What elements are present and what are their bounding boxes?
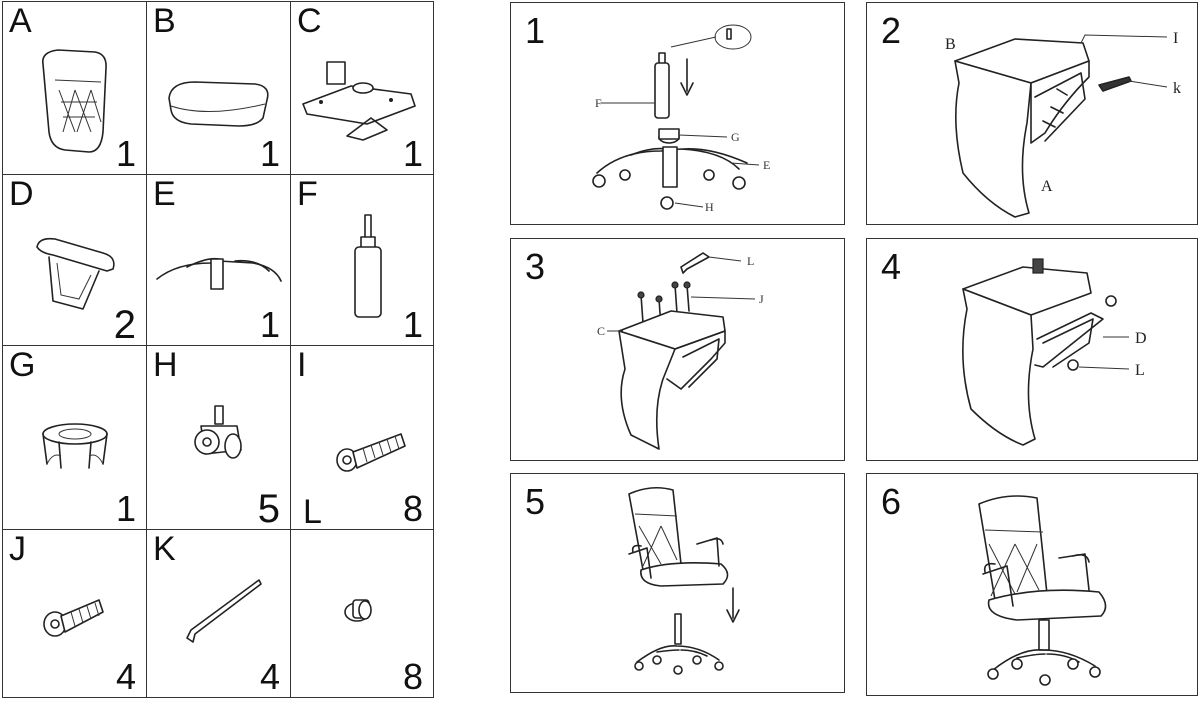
part-cell-a: A 1 [3, 2, 147, 175]
part-letter: B [153, 2, 176, 40]
part-cell-j: J 4 [3, 530, 147, 697]
part-quantity: 1 [115, 488, 136, 529]
step-5-attach-base-diagram [628, 486, 740, 675]
part-letter: E [153, 175, 176, 213]
part-quantity: 8 [402, 656, 423, 697]
label-i: I [1173, 30, 1178, 47]
step-panel-3: 3 L J C [510, 238, 845, 461]
part-cell-d: D 2 [3, 175, 147, 346]
part-quantity: 5 [257, 487, 280, 531]
part-letter: F [297, 175, 318, 213]
part-cell-f: F 1 [291, 175, 433, 346]
step-1-base-assembly-diagram: F G E H [592, 24, 770, 214]
label-d: D [1135, 330, 1147, 347]
label-a: A [1041, 178, 1053, 195]
label-l-4: L [1135, 362, 1145, 379]
label-l: L [747, 254, 754, 268]
step-number: 1 [525, 10, 546, 51]
seat-cushion-icon [168, 81, 269, 127]
cylinder-cover-icon [42, 423, 108, 469]
part-quantity: 8 [402, 488, 423, 529]
seat-plate-mechanism-icon [302, 61, 416, 141]
part-quantity: 1 [402, 133, 423, 174]
part-quantity: 2 [113, 303, 136, 347]
part-cell-l: 8 [291, 530, 433, 697]
part-letter: J [9, 530, 26, 568]
step-number: 4 [881, 246, 902, 287]
step-panel-2: 2 B I k A [866, 2, 1198, 225]
part-letter: L [303, 493, 322, 531]
gas-lift-cylinder-icon [354, 214, 382, 318]
backrest-icon [41, 49, 107, 153]
label-g: G [731, 130, 740, 144]
step-panel-1: 1 F G E H [510, 2, 845, 225]
part-letter: A [9, 2, 32, 40]
part-cell-k: K 4 [147, 530, 291, 697]
step-2-seat-to-back-diagram: B I k A [945, 30, 1181, 218]
part-cell-h: H 5 [147, 346, 291, 530]
step-4-armrest-diagram: D L [962, 258, 1147, 446]
part-cell-g: G 1 [3, 346, 147, 530]
label-e: E [763, 158, 770, 172]
long-bolt-icon [336, 433, 406, 472]
step-number: 6 [881, 481, 902, 522]
step-number: 2 [881, 10, 902, 51]
part-cell-c: C 1 [291, 2, 433, 175]
armrest-icon [36, 237, 115, 310]
part-cell-e: E 1 [147, 175, 291, 346]
part-letter: K [153, 530, 176, 568]
step-panel-6: 6 [866, 473, 1198, 696]
step-panel-5: 5 [510, 473, 845, 693]
step-6-completed-chair-diagram [978, 495, 1107, 686]
short-bolt-icon [43, 599, 104, 637]
label-f: F [595, 96, 602, 110]
step-panel-4: 4 D L [866, 238, 1198, 461]
part-quantity: 1 [259, 304, 280, 345]
part-letter: I [297, 346, 307, 384]
part-letter: C [297, 2, 322, 40]
part-cell-b: B 1 [147, 2, 291, 175]
label-k: k [1173, 80, 1181, 97]
caster-wheel-icon [194, 405, 242, 459]
part-quantity: 1 [115, 133, 136, 174]
label-b: B [945, 36, 956, 53]
part-quantity: 1 [259, 133, 280, 174]
step-number: 5 [525, 481, 546, 522]
parts-list-grid: A 1 B 1 C 1 D 2 [2, 1, 434, 698]
part-letter: D [9, 175, 34, 213]
part-quantity: 4 [259, 656, 280, 697]
label-c: C [597, 324, 605, 338]
allen-key-icon [186, 579, 262, 643]
part-cell-i: I L 8 [291, 346, 433, 530]
label-j: J [759, 292, 764, 306]
label-h: H [705, 200, 714, 214]
star-base-icon [156, 257, 282, 290]
part-quantity: 4 [115, 656, 136, 697]
step-number: 3 [525, 246, 546, 287]
step-3-seat-plate-diagram: L J C [597, 252, 764, 450]
washer-cap-icon [344, 599, 372, 622]
part-letter: G [9, 346, 36, 384]
part-letter: H [153, 346, 178, 384]
part-quantity: 1 [402, 304, 423, 345]
